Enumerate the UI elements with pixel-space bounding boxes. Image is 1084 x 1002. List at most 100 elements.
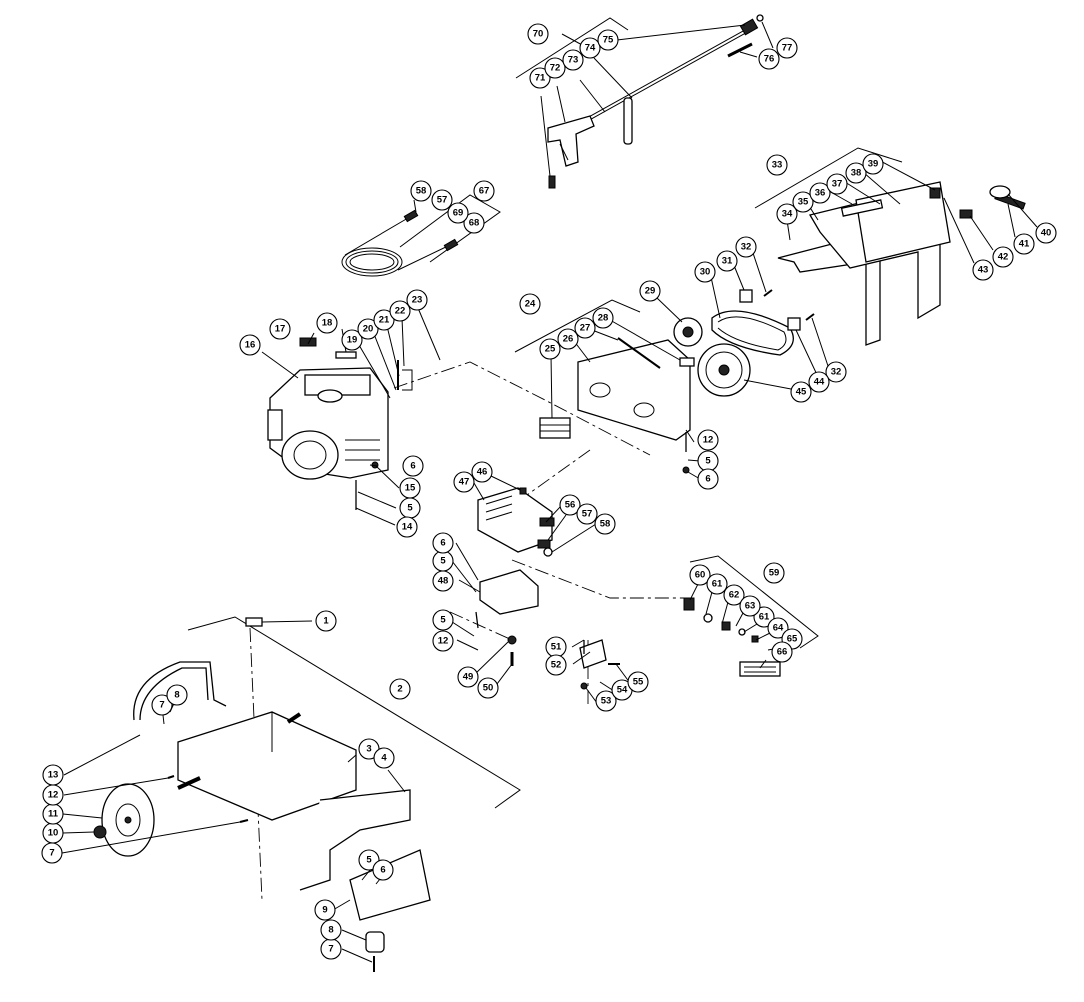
callout-6c-label: 6 bbox=[440, 538, 445, 549]
callout-64: 64 bbox=[767, 617, 789, 639]
callout-35-label: 35 bbox=[798, 197, 809, 208]
callout-27: 27 bbox=[574, 317, 596, 339]
belt-guard-hole-2 bbox=[633, 402, 655, 418]
callout-74-label: 74 bbox=[585, 43, 596, 54]
callout-42-label: 42 bbox=[998, 252, 1009, 263]
callout-58b: 58 bbox=[410, 180, 432, 202]
callout-16: 16 bbox=[239, 334, 261, 356]
callout-69: 69 bbox=[447, 202, 469, 224]
leader-32a bbox=[751, 249, 767, 293]
leader-22 bbox=[401, 317, 405, 367]
leader-13 bbox=[63, 734, 141, 776]
callout-29: 29 bbox=[639, 280, 661, 302]
callout-1-label: 1 bbox=[323, 616, 329, 627]
callout-32a-label: 32 bbox=[741, 242, 752, 253]
leader-63 bbox=[735, 612, 744, 627]
leader-10 bbox=[62, 831, 95, 834]
callout-51-label: 51 bbox=[551, 642, 562, 653]
callout-29-label: 29 bbox=[645, 286, 656, 297]
callout-57a: 57 bbox=[576, 503, 598, 525]
callout-70: 70 bbox=[527, 23, 549, 45]
callout-48: 48 bbox=[432, 570, 454, 592]
callout-70-label: 70 bbox=[533, 29, 544, 40]
pump-inlet bbox=[539, 517, 555, 527]
leader-58-pump bbox=[551, 523, 597, 553]
callout-59: 59 bbox=[763, 562, 785, 584]
hose-coil-2 bbox=[345, 250, 399, 274]
callout-33: 33 bbox=[766, 154, 788, 176]
callout-6c: 6 bbox=[432, 532, 454, 554]
callout-5e-label: 5 bbox=[366, 855, 372, 866]
callout-11: 11 bbox=[42, 803, 64, 825]
callout-40: 40 bbox=[1035, 222, 1057, 244]
callout-38-label: 38 bbox=[851, 168, 862, 179]
plug-connector bbox=[989, 185, 1011, 199]
hose-bracket-nut bbox=[580, 682, 588, 690]
callout-74: 74 bbox=[579, 37, 601, 59]
callout-50-label: 50 bbox=[483, 683, 494, 694]
callout-14: 14 bbox=[396, 516, 418, 538]
leader-4 bbox=[387, 769, 406, 793]
callout-12b: 12 bbox=[432, 630, 454, 652]
callout-71-label: 71 bbox=[535, 73, 546, 84]
callout-19: 19 bbox=[341, 329, 363, 351]
callout-41-label: 41 bbox=[1019, 239, 1030, 250]
leader-52 bbox=[572, 651, 591, 665]
shroud-assembly bbox=[777, 181, 1026, 346]
callout-72-label: 72 bbox=[550, 63, 561, 74]
leader-9 bbox=[332, 899, 351, 911]
callout-18: 18 bbox=[316, 312, 338, 334]
leader-6-pump bbox=[455, 542, 479, 581]
axle-front bbox=[177, 776, 201, 790]
callout-65-label: 65 bbox=[787, 634, 798, 645]
callout-49: 49 bbox=[457, 666, 479, 688]
callout-5a-label: 5 bbox=[705, 456, 711, 467]
pump bbox=[475, 487, 555, 666]
callout-8b: 8 bbox=[320, 919, 342, 941]
leader-42 bbox=[969, 215, 994, 251]
callout-5b-label: 5 bbox=[407, 503, 413, 514]
callout-68: 68 bbox=[463, 212, 485, 234]
callout-4: 4 bbox=[373, 747, 395, 769]
callout-55-label: 55 bbox=[633, 677, 644, 688]
leader-14 bbox=[355, 507, 396, 526]
callout-24: 24 bbox=[519, 293, 541, 315]
callout-5c: 5 bbox=[432, 550, 454, 572]
leader-46 bbox=[490, 475, 521, 491]
callout-47: 47 bbox=[453, 471, 475, 493]
leader-7-frame bbox=[61, 821, 241, 854]
callout-20-label: 20 bbox=[363, 324, 374, 335]
engine bbox=[267, 337, 413, 510]
callout-30: 30 bbox=[694, 261, 716, 283]
guard-decal bbox=[679, 357, 695, 367]
callout-54-label: 54 bbox=[617, 685, 628, 696]
callout-58a-label: 58 bbox=[600, 519, 611, 530]
engine-fins bbox=[345, 439, 380, 461]
callout-15-label: 15 bbox=[405, 483, 416, 494]
callout-54: 54 bbox=[611, 679, 633, 701]
belt-guard-hole-1 bbox=[589, 382, 611, 398]
callout-12c-label: 12 bbox=[48, 790, 59, 801]
callout-24-label: 24 bbox=[525, 299, 536, 310]
leader-45 bbox=[743, 379, 792, 390]
centerline-guard-pump bbox=[519, 449, 591, 501]
callout-45-label: 45 bbox=[796, 387, 807, 398]
leader-57-hose bbox=[413, 199, 417, 213]
engine-decal-2 bbox=[335, 351, 357, 359]
guard-stud bbox=[617, 337, 661, 369]
quick-coupler bbox=[739, 18, 759, 36]
leader-43 bbox=[943, 197, 975, 264]
guard-nut bbox=[682, 466, 690, 474]
callout-37: 37 bbox=[826, 173, 848, 195]
leader-66 bbox=[759, 659, 767, 669]
callout-27-label: 27 bbox=[580, 323, 591, 334]
bushing-bolt bbox=[763, 289, 773, 297]
callout-7c-label: 7 bbox=[328, 944, 333, 955]
leader-55 bbox=[615, 663, 631, 684]
unloader-spring bbox=[703, 613, 713, 623]
leader-75 bbox=[616, 24, 746, 41]
callout-39-label: 39 bbox=[868, 159, 879, 170]
high-pressure-hose bbox=[341, 209, 459, 277]
callout-60-label: 60 bbox=[695, 570, 706, 581]
hose-coil-1 bbox=[341, 247, 403, 277]
